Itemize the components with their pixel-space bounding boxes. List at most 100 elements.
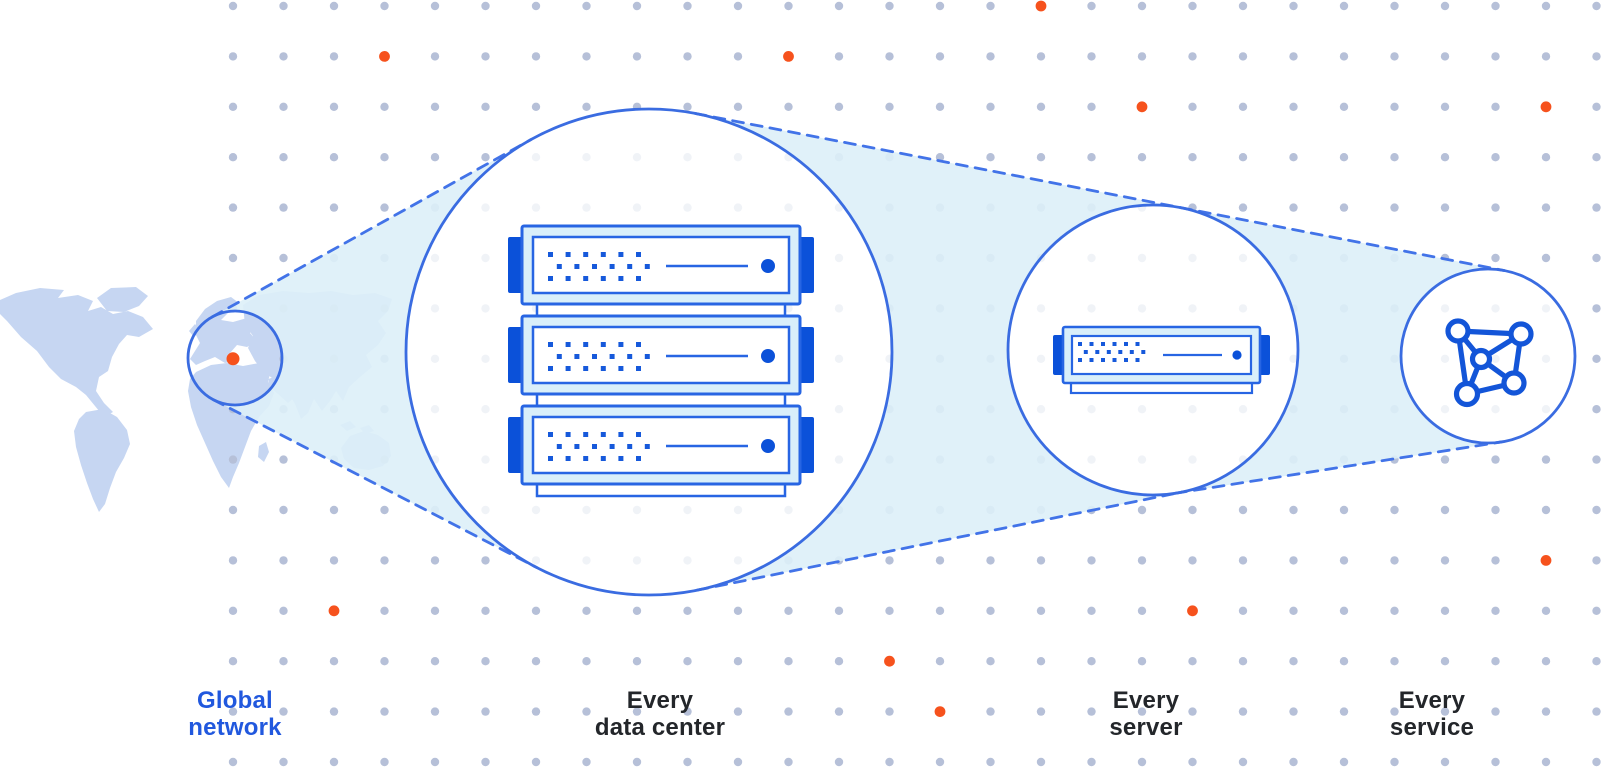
accent-orange-dot: [1540, 555, 1552, 566]
grid-dot: [481, 606, 490, 615]
server-led-square: [1095, 350, 1100, 354]
grid-dot: [834, 707, 844, 716]
grid-dot: [885, 1, 894, 11]
grid-dot: [279, 606, 288, 615]
grid-dot: [986, 657, 995, 666]
grid-dot: [279, 657, 288, 666]
server-led-square: [627, 354, 633, 359]
server-led-square: [636, 252, 641, 257]
grid-dot: [834, 52, 844, 61]
grid-dot: [1087, 707, 1096, 716]
grid-dot: [279, 757, 288, 767]
grid-dot: [279, 556, 288, 565]
grid-dot: [1137, 707, 1147, 716]
grid-dot: [935, 606, 945, 615]
grid-dot: [1339, 657, 1349, 666]
server-led-square: [574, 444, 580, 449]
server-faceplate: [531, 235, 791, 295]
server-led-square: [565, 276, 571, 281]
grid-dot: [1541, 757, 1551, 767]
grid-dot: [683, 52, 692, 61]
grid-dot: [481, 757, 490, 767]
grid-dot: [279, 203, 288, 212]
grid-dot: [1238, 556, 1248, 565]
grid-dot: [279, 1, 288, 11]
mesh-node: [1453, 380, 1481, 408]
grid-dot: [380, 153, 389, 162]
grid-dot: [329, 505, 339, 515]
grid-dot: [582, 52, 591, 61]
server-led-square: [600, 342, 606, 347]
grid-dot: [279, 253, 288, 263]
grid-dot: [329, 707, 339, 716]
grid-dot: [1339, 757, 1349, 767]
grid-dot: [1036, 102, 1046, 112]
grid-dot: [1137, 1, 1147, 11]
grid-dot: [935, 102, 945, 112]
server-led-square: [1112, 342, 1117, 346]
grid-dot: [329, 203, 339, 212]
server-led-square: [565, 366, 571, 371]
server-power-dot: [761, 349, 775, 363]
grid-dot: [935, 1, 945, 11]
grid-dot: [1339, 203, 1349, 212]
grid-dot: [228, 657, 238, 666]
server-led-square: [1118, 350, 1123, 354]
grid-dot: [531, 52, 541, 61]
grid-dot: [1036, 153, 1046, 162]
grid-dot: [1289, 203, 1298, 212]
grid-dot: [228, 203, 238, 212]
grid-dot: [683, 102, 692, 112]
grid-dot: [228, 1, 238, 11]
server-led-square: [618, 342, 624, 347]
grid-dot: [1289, 556, 1298, 565]
server-led-square: [609, 264, 615, 269]
grid-dot: [430, 153, 440, 162]
server-led-square: [583, 456, 589, 461]
grid-dot: [1087, 153, 1096, 162]
server-led-square: [1083, 350, 1088, 354]
grid-dot: [1188, 102, 1197, 112]
grid-dot: [733, 102, 743, 112]
grid-dot: [1238, 203, 1248, 212]
server-led-square: [627, 444, 633, 449]
grid-dot: [1339, 606, 1349, 615]
grid-dot: [228, 505, 238, 515]
grid-dot: [329, 757, 339, 767]
grid-dot: [1440, 505, 1450, 515]
accent-orange-dot: [1136, 101, 1148, 113]
grid-dot: [1491, 203, 1500, 212]
grid-dot: [1188, 707, 1197, 716]
grid-dot: [1440, 556, 1450, 565]
server-led-square: [644, 264, 650, 269]
grid-dot: [1592, 52, 1601, 61]
grid-dot: [1188, 153, 1197, 162]
grid-dot: [784, 757, 793, 767]
grid-dot: [784, 102, 793, 112]
grid-dot: [733, 707, 743, 716]
grid-dot: [1440, 102, 1450, 112]
server-x1: [1053, 325, 1270, 395]
grid-dot: [1390, 505, 1399, 515]
grid-dot: [1440, 606, 1450, 615]
grid-dot: [228, 52, 238, 61]
grid-dot: [1188, 556, 1197, 565]
server-led-square: [600, 252, 606, 257]
grid-dot: [1238, 1, 1248, 11]
grid-dot: [986, 153, 995, 162]
grid-dot: [228, 606, 238, 615]
accent-orange-dot: [934, 706, 946, 717]
stage-circle-every-service: [1399, 267, 1577, 445]
grid-dot: [885, 757, 894, 767]
server-faceplate: [531, 325, 791, 385]
server-led-square: [644, 444, 650, 449]
grid-dot: [1592, 405, 1601, 414]
grid-dot: [531, 1, 541, 11]
server-led-square: [1101, 358, 1105, 362]
zoom-cones: [212, 113, 1505, 591]
server-led-square: [574, 354, 580, 359]
grid-dot: [1541, 657, 1551, 666]
server-led-square: [636, 432, 641, 437]
grid-dot: [582, 657, 591, 666]
server-led-square: [548, 342, 553, 347]
